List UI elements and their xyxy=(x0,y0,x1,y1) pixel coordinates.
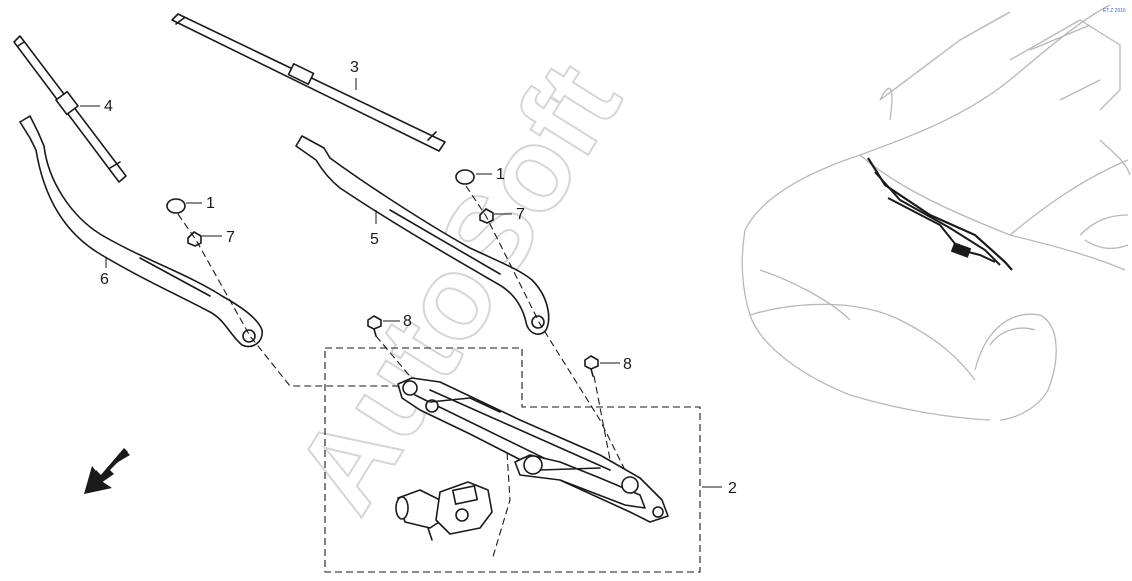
wiper-linkage xyxy=(397,377,669,523)
callout-4: 4 xyxy=(104,98,113,115)
wiper-blade-right xyxy=(171,13,446,152)
callout-1-right: 1 xyxy=(496,166,505,183)
front-direction-arrow-icon xyxy=(84,448,130,494)
callout-7-right: 7 xyxy=(516,206,525,223)
bolt-left xyxy=(367,315,382,337)
callout-7-left: 7 xyxy=(226,229,235,246)
callout-3: 3 xyxy=(350,59,359,76)
wiper-arm-right xyxy=(295,135,550,335)
wiper-motor xyxy=(395,481,493,541)
linkage-assembly-box xyxy=(324,347,701,573)
corner-mark: ET.Z 2016 xyxy=(1103,8,1126,14)
wiper-arm-left xyxy=(19,115,263,348)
callout-2: 2 xyxy=(728,480,737,497)
nut-cap-left xyxy=(166,198,186,214)
bolt-right xyxy=(584,355,599,377)
callout-1-left: 1 xyxy=(206,195,215,212)
callout-6: 6 xyxy=(100,271,109,288)
callout-8-right: 8 xyxy=(623,356,632,373)
callout-5: 5 xyxy=(370,231,379,248)
callout-8-left: 8 xyxy=(403,313,412,330)
car-outline xyxy=(741,4,1131,421)
wiper-blade-left xyxy=(13,35,127,183)
nut-cap-right xyxy=(455,169,475,185)
nut-left xyxy=(187,231,202,247)
